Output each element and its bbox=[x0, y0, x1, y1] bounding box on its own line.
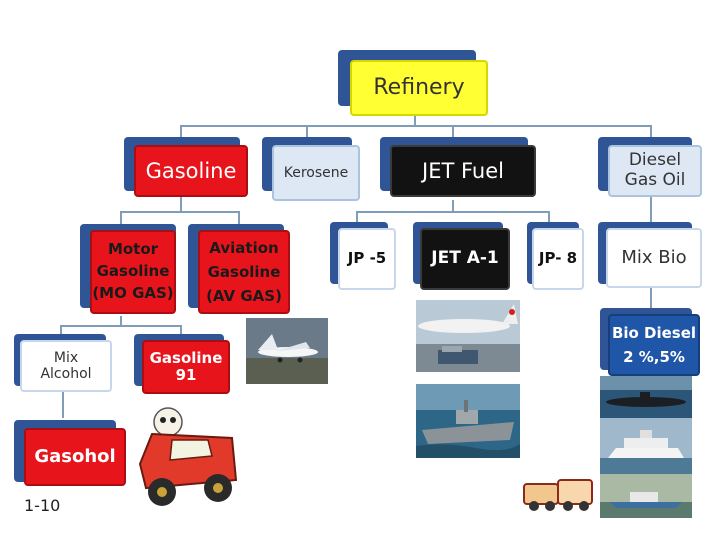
connector bbox=[180, 125, 652, 127]
connector bbox=[62, 392, 64, 418]
gasoline-91-node: Gasoline 91 bbox=[142, 340, 230, 394]
connector bbox=[650, 288, 652, 310]
mix-bio-node: Mix Bio bbox=[606, 228, 702, 288]
motor-gasoline-node: Motor Gasoline (MO GAS) bbox=[90, 230, 176, 314]
mogas-label: (MO GAS) bbox=[92, 283, 174, 302]
connector bbox=[452, 200, 454, 212]
diesel-gas-oil-node: Diesel Gas Oil bbox=[608, 145, 702, 197]
mix-alcohol-node: Mix Alcohol bbox=[20, 340, 112, 392]
avgas-label: (AV GAS) bbox=[206, 287, 282, 305]
mix-bio-label: Mix Bio bbox=[621, 246, 687, 268]
diesel-label: Diesel bbox=[628, 150, 682, 171]
gasohol-node: Gasohol bbox=[24, 428, 126, 486]
connector bbox=[120, 211, 122, 224]
refinery-node: Refinery bbox=[350, 60, 488, 116]
page-number: 1-10 bbox=[24, 496, 61, 515]
jet-airliner-photo bbox=[416, 300, 520, 372]
connector bbox=[180, 325, 182, 337]
jp8-label: JP- 8 bbox=[538, 249, 578, 268]
cruise-ship-photo bbox=[600, 418, 692, 474]
cartoon-car-illustration bbox=[132, 404, 240, 516]
fishing-boat-photo bbox=[600, 474, 692, 518]
connector bbox=[120, 316, 122, 326]
jet-a1-label: JET A-1 bbox=[431, 248, 499, 269]
small-airplane-photo bbox=[246, 318, 328, 384]
jet-a1-node: JET A-1 bbox=[420, 228, 510, 290]
kerosene-label: Kerosene bbox=[283, 164, 349, 181]
jet-fuel-label: JET Fuel bbox=[422, 158, 504, 183]
connector bbox=[414, 110, 416, 126]
mix-label: Mix bbox=[53, 349, 79, 366]
motor-gasoline-label: Gasoline bbox=[96, 262, 170, 281]
bio-diesel-node: Bio Diesel 2 %,5% bbox=[608, 314, 700, 376]
gasoline-91-label: Gasoline bbox=[149, 348, 223, 367]
bio-diesel-label: Bio Diesel bbox=[611, 324, 697, 342]
jp5-label: JP -5 bbox=[347, 249, 387, 268]
cartoon-trucks-illustration bbox=[520, 472, 598, 518]
octane-91-label: 91 bbox=[175, 366, 197, 384]
aviation-gasoline-label: Gasoline bbox=[207, 263, 281, 281]
connector bbox=[120, 211, 240, 213]
connector bbox=[548, 211, 550, 224]
naval-ship-photo bbox=[416, 384, 520, 458]
connector bbox=[180, 192, 182, 212]
kerosene-node: Kerosene bbox=[272, 145, 360, 201]
connector bbox=[60, 325, 182, 327]
aviation-label: Aviation bbox=[209, 239, 279, 257]
jp5-node: JP -5 bbox=[338, 228, 396, 290]
jp8-node: JP- 8 bbox=[532, 228, 584, 290]
connector bbox=[306, 125, 308, 140]
gasohol-label: Gasohol bbox=[34, 445, 116, 467]
connector bbox=[452, 125, 454, 140]
bio-diesel-percent-label: 2 %,5% bbox=[623, 348, 685, 366]
alcohol-label: Alcohol bbox=[40, 366, 92, 382]
gasoline-node: Gasoline bbox=[134, 145, 248, 197]
refinery-label: Refinery bbox=[373, 75, 465, 101]
jet-fuel-node: JET Fuel bbox=[390, 145, 536, 197]
connector bbox=[238, 211, 240, 224]
connector bbox=[356, 211, 550, 213]
connector bbox=[356, 211, 358, 224]
connector bbox=[180, 125, 182, 140]
gasoline-label: Gasoline bbox=[145, 158, 237, 183]
connector bbox=[650, 196, 652, 224]
gas-oil-label: Gas Oil bbox=[624, 170, 686, 190]
connector bbox=[650, 125, 652, 140]
connector bbox=[60, 325, 62, 337]
motor-label: Motor bbox=[107, 240, 159, 259]
submarine-photo bbox=[600, 376, 692, 418]
aviation-gasoline-node: Aviation Gasoline (AV GAS) bbox=[198, 230, 290, 314]
